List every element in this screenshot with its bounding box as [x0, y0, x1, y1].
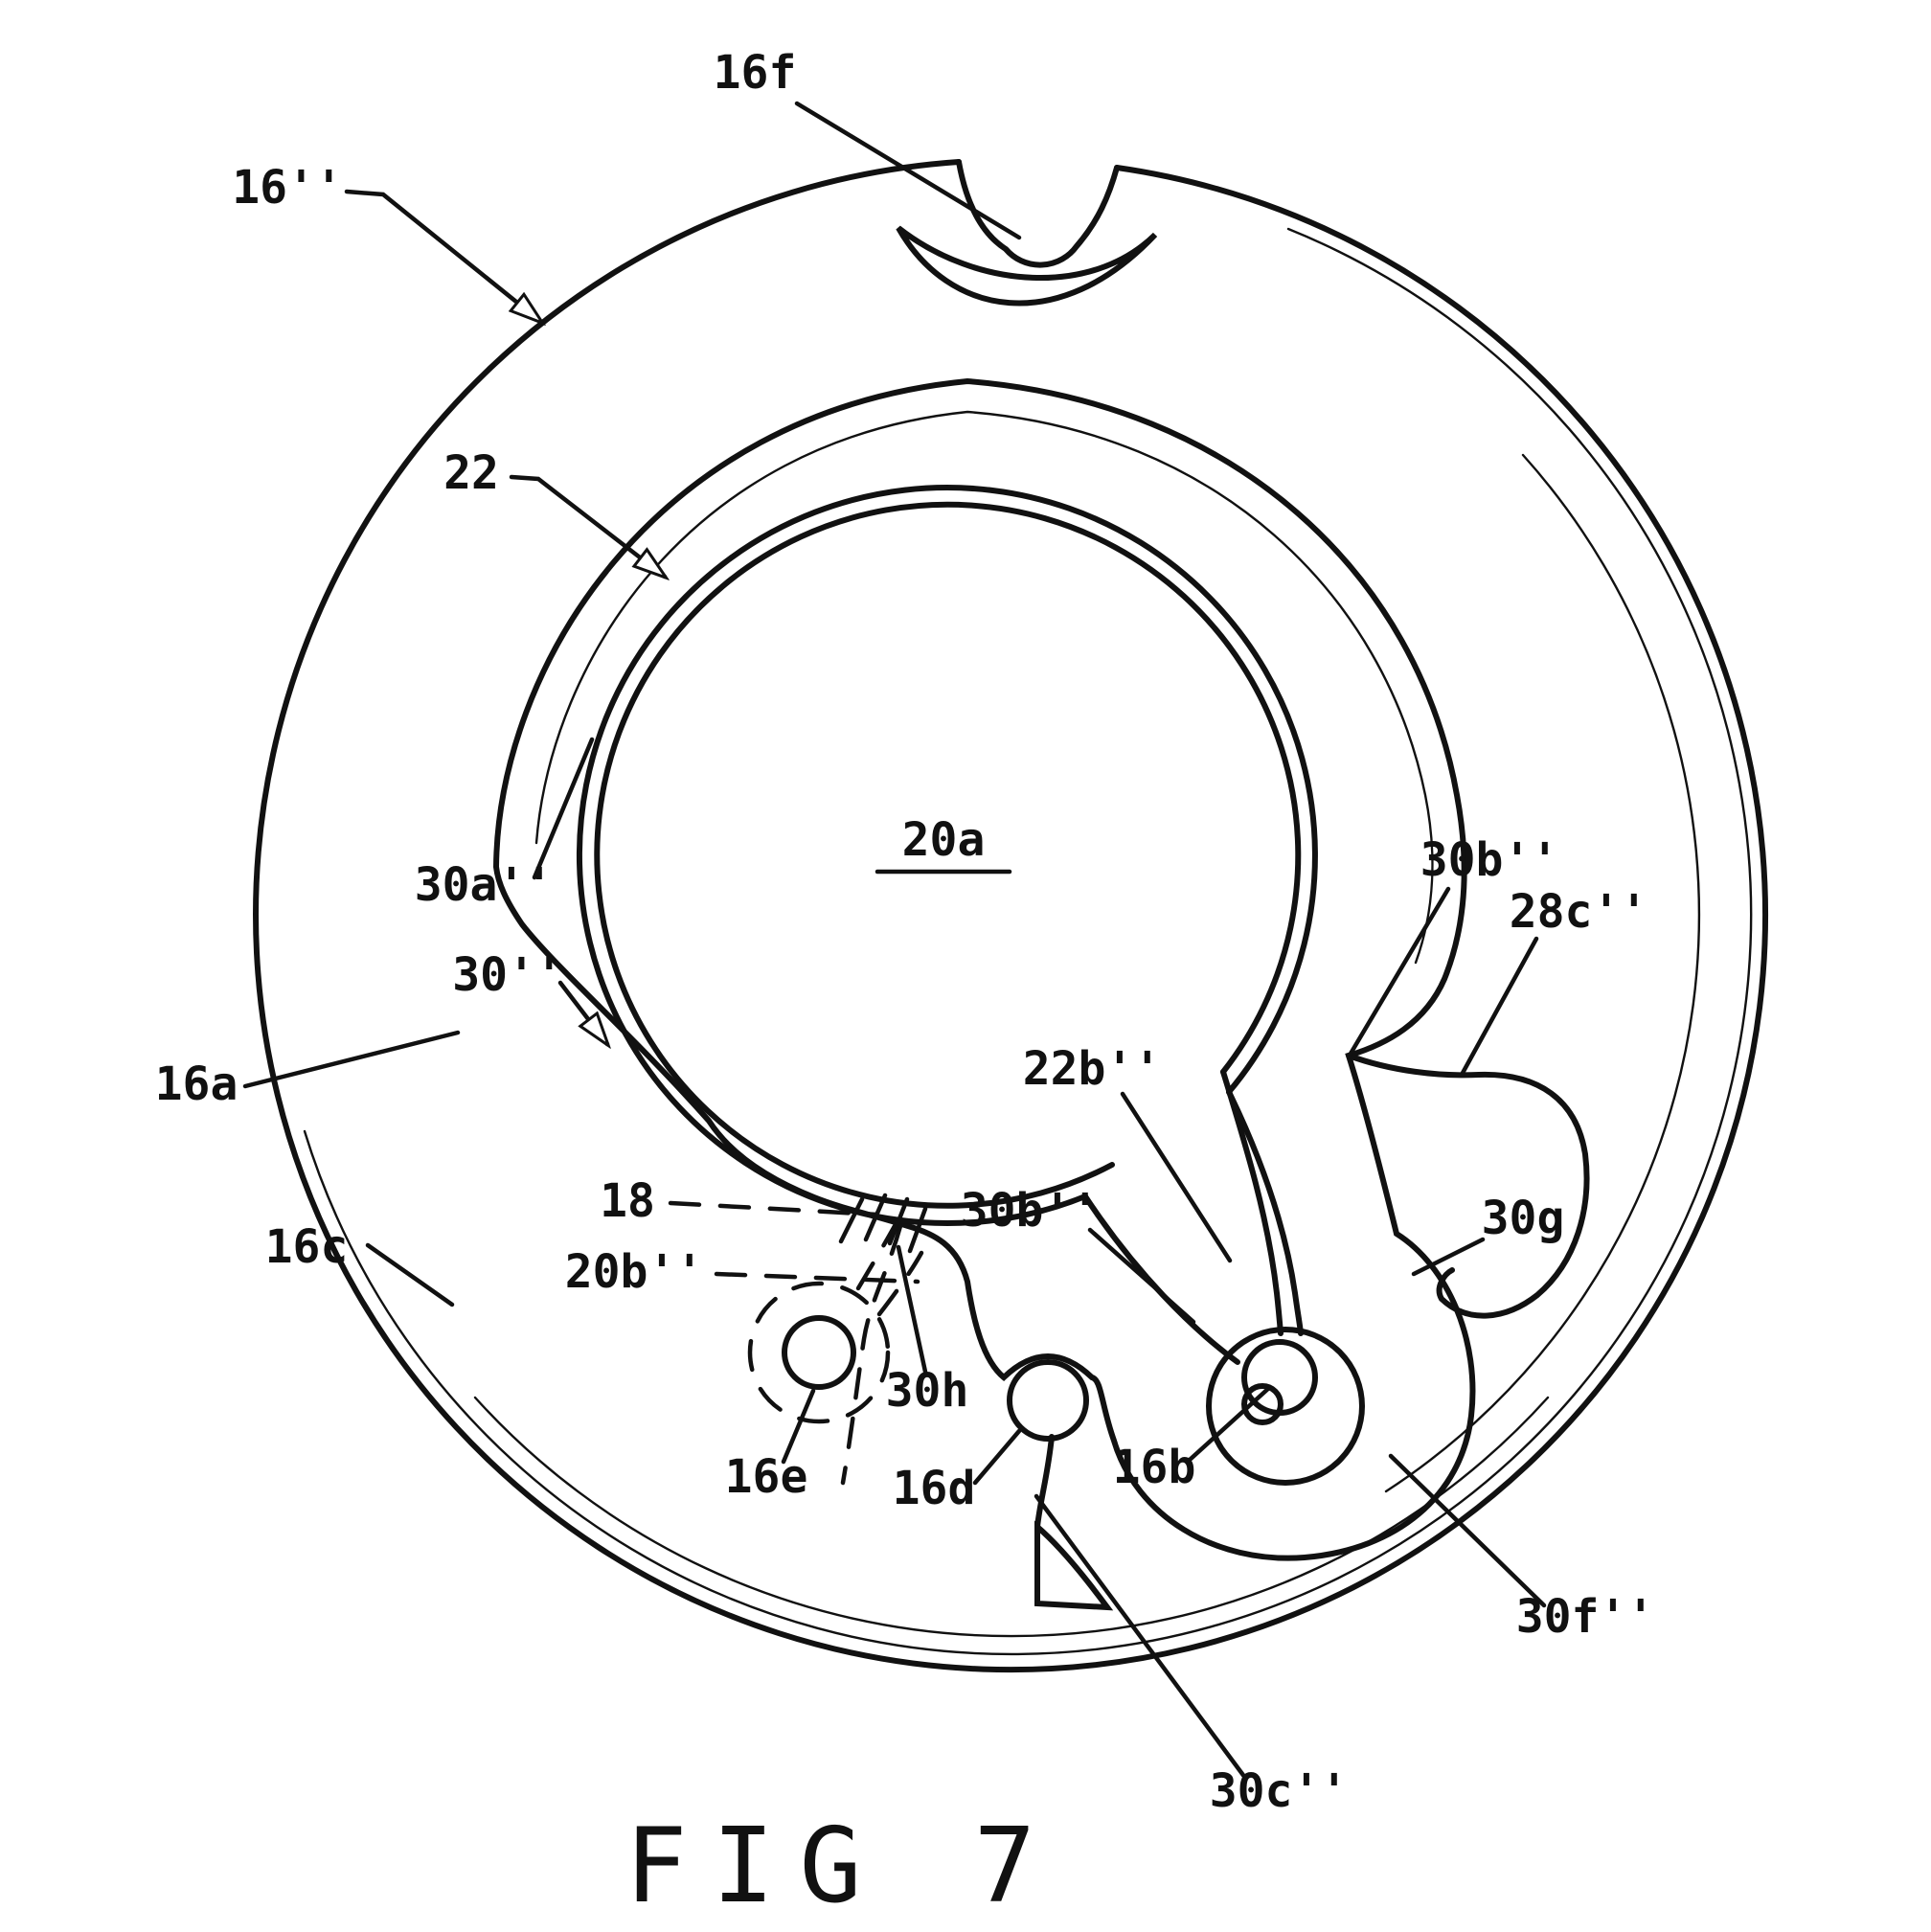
stem-left [1085, 1196, 1238, 1362]
label-18: 18 [600, 1174, 655, 1228]
rim-deep-line-28c-tail [1386, 455, 1699, 1491]
leader-20b-dashed [716, 1274, 918, 1282]
hole-16d [1010, 1362, 1086, 1439]
label-28c: 28c'' [1510, 885, 1648, 939]
leader-22b [1123, 1094, 1230, 1261]
leader-28c [1462, 939, 1536, 1075]
label-20a: 20a [902, 813, 986, 867]
rim-band-line [475, 1398, 1548, 1636]
leader-30f [1391, 1456, 1544, 1605]
label-30g: 30g [1482, 1192, 1565, 1245]
label-16a: 16a [155, 1057, 239, 1111]
hole-16e [784, 1318, 853, 1387]
pad-outline [1209, 1330, 1362, 1483]
label-30c: 30c'' [1210, 1764, 1349, 1818]
label-22b: 22b'' [1023, 1042, 1162, 1096]
leader-30c [1036, 1496, 1245, 1778]
label-30f: 30f'' [1516, 1590, 1655, 1644]
leader-16a [245, 1033, 458, 1086]
label-30h: 30h [886, 1364, 969, 1418]
label-22: 22 [443, 446, 499, 500]
label-20b: 20b'' [565, 1245, 704, 1299]
label-16c: 16c [265, 1220, 349, 1274]
label-30b-left: 30b'' [961, 1184, 1100, 1238]
leader-16f [797, 103, 1019, 238]
label-16dprime: 16'' [232, 161, 343, 215]
leader-16c [368, 1245, 452, 1305]
bottom-notch-triangle [1037, 1527, 1107, 1607]
label-30: 30'' [452, 948, 563, 1002]
leader-22 [511, 477, 665, 577]
leader-16d [975, 1431, 1019, 1483]
figure-caption: FIG 7 [625, 1807, 1060, 1926]
label-30b-right: 30b'' [1420, 833, 1559, 887]
dashed-circle-20b [750, 1284, 888, 1421]
label-16d: 16d [893, 1462, 976, 1515]
leader-30b-left [1090, 1230, 1193, 1322]
label-16f: 16f [714, 46, 797, 100]
label-16b: 16b [1113, 1441, 1196, 1494]
label-30a: 30a'' [415, 858, 554, 912]
leader-16dprime [347, 192, 541, 322]
label-16e: 16e [725, 1450, 808, 1504]
